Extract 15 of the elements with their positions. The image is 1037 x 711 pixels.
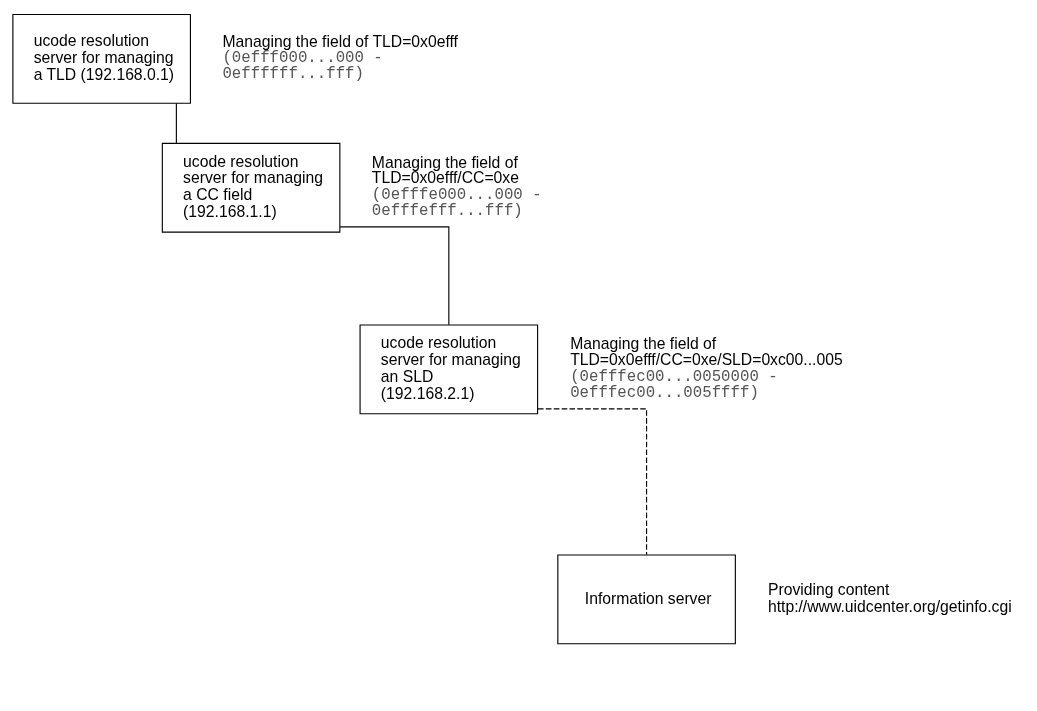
- node-label: (0efffec00...0050000 - 0efffec00...005ffff): [570, 367, 778, 402]
- node-label: Managing the field of TLD=0x0efff/CC=0xe: [371, 153, 519, 187]
- node-box: Information server: [557, 554, 736, 645]
- node-label: (0efff000...000 - 0effffff...fff): [222, 49, 383, 84]
- node-box: ucode resolution server for managing a TLD (192.168.0.1): [12, 13, 191, 104]
- node-label: Managing the field of TLD=0x0efff/CC=0xe/SLD=0xc00...005: [570, 335, 843, 369]
- connector: [175, 103, 177, 144]
- node-label: (0efffe000...000 - 0efffefff...fff): [371, 186, 542, 220]
- node-box: ucode resolution server for managing a CC field (192.168.1.1): [161, 142, 341, 233]
- node-label: Managing the field of TLD=0x0efff: [222, 32, 458, 50]
- connector: [537, 408, 648, 556]
- connector: [339, 226, 450, 326]
- node-box: ucode resolution server for managing an SLD (192.168.2.1): [359, 324, 539, 415]
- node-label: http://www.uidcenter.org/getinfo.cgi: [767, 598, 1012, 616]
- node-label: Providing content: [767, 581, 890, 599]
